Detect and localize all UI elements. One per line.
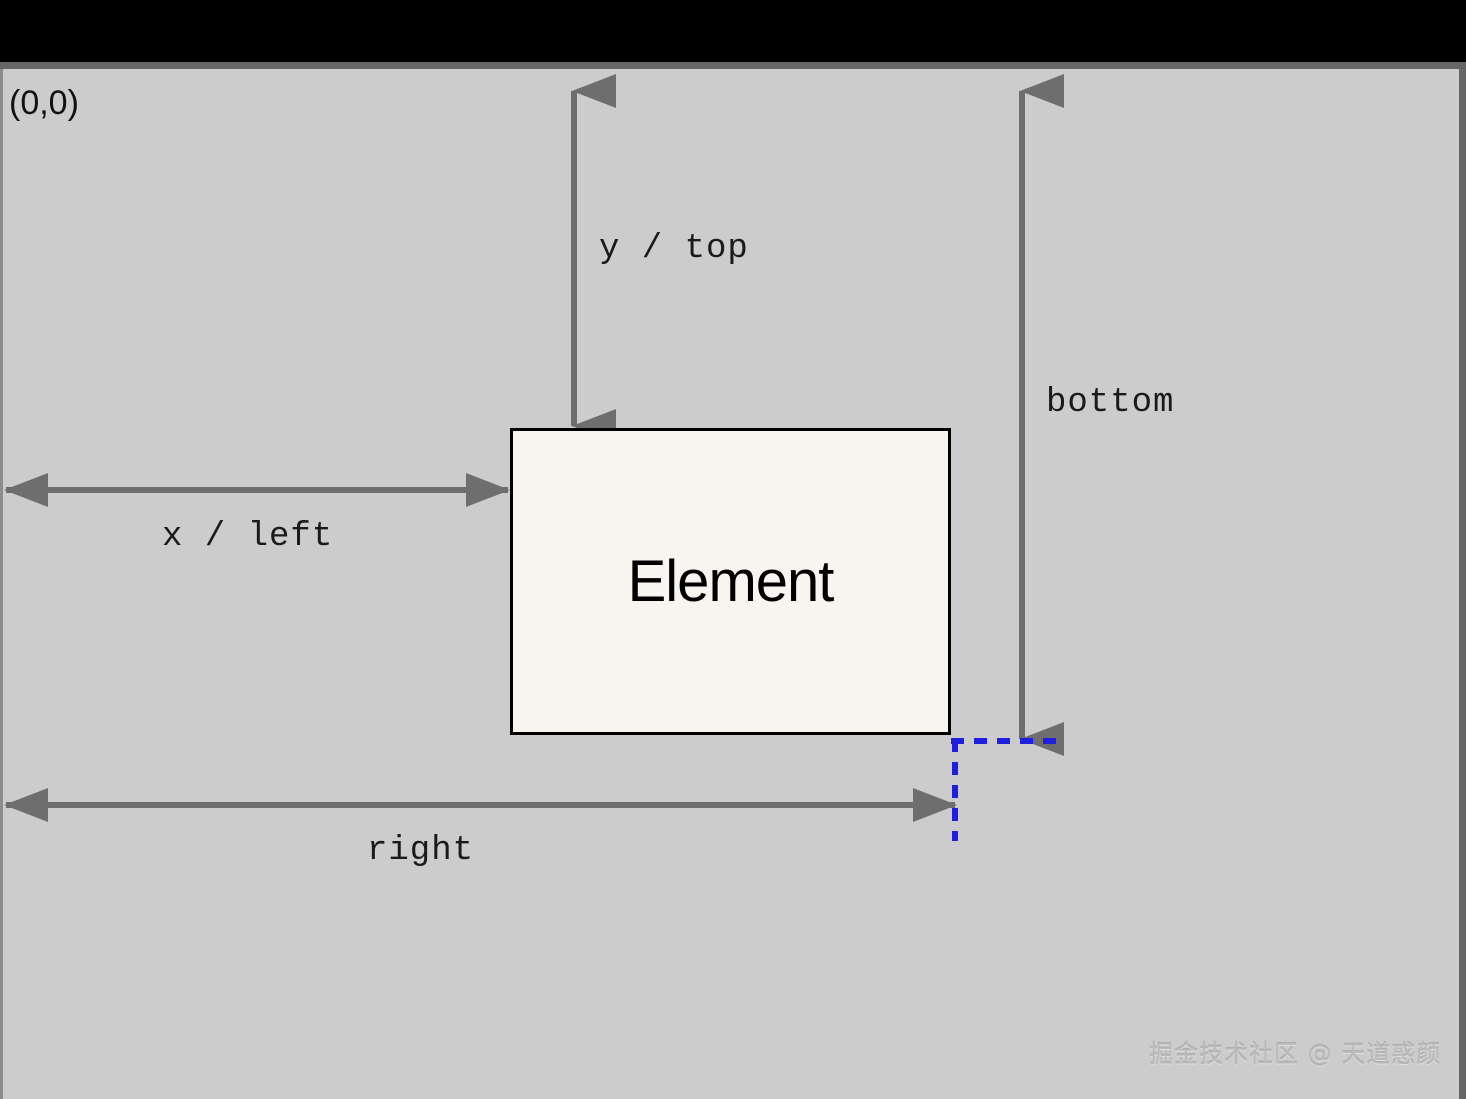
origin-coordinate-label: (0,0) (9, 84, 79, 122)
frame-border-left (0, 69, 3, 1099)
watermark-text: 掘金技术社区 @ 天道惑颜 (1149, 1040, 1442, 1068)
diagram-vector-layer (4, 74, 1064, 841)
element-rect-label: Element (627, 548, 835, 614)
element-rect: Element (510, 428, 951, 735)
frame-border-top (0, 62, 1466, 69)
measure-label-bottom: bottom (1046, 384, 1175, 422)
measure-label-x-left: x / left (162, 518, 334, 556)
top-chrome-bar (0, 0, 1466, 62)
measure-label-y-top: y / top (599, 230, 749, 268)
measure-label-right: right (367, 832, 475, 870)
diagram-canvas: (0,0) Element y / top x / left bottom ri… (3, 69, 1459, 1099)
frame-border-right (1459, 62, 1466, 1099)
